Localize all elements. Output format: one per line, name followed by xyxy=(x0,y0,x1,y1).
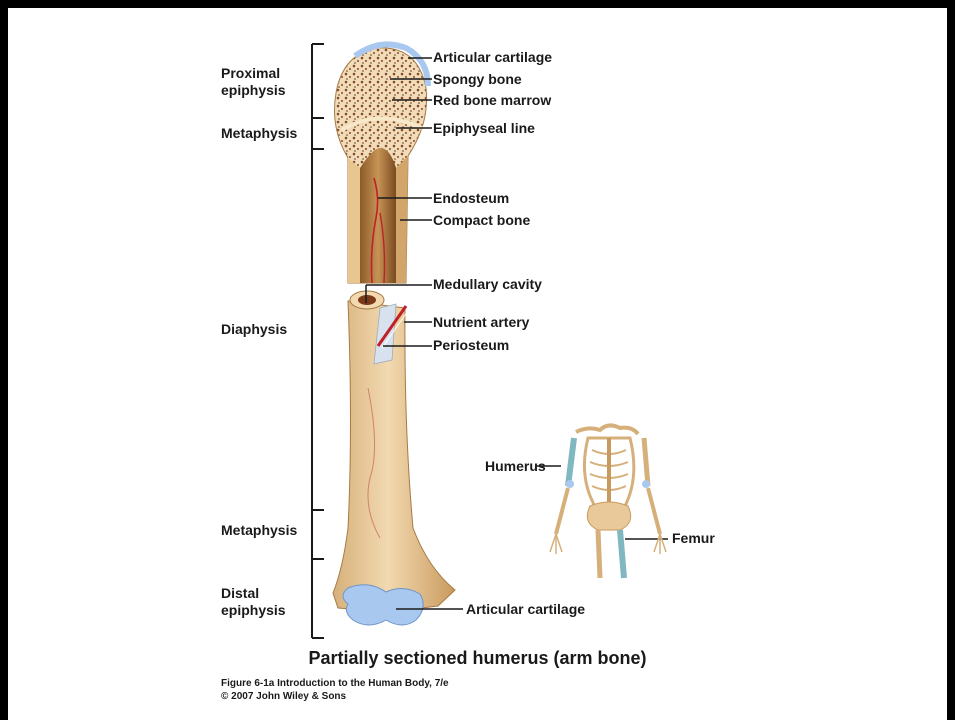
region-proximal-epiphysis-line2: epiphysis xyxy=(221,82,286,98)
label-medullary-cavity: Medullary cavity xyxy=(433,276,542,292)
upper-bone-section xyxy=(335,44,429,283)
region-bracket xyxy=(312,44,324,638)
region-distal-epiphysis: Distal epiphysis xyxy=(221,585,286,619)
region-metaphysis-bottom: Metaphysis xyxy=(221,522,297,539)
label-periosteum: Periosteum xyxy=(433,337,509,353)
label-articular-cartilage-top: Articular cartilage xyxy=(433,49,552,65)
figure-credit-line1: Figure 6-1a Introduction to the Human Bo… xyxy=(221,677,449,690)
figure-credit-line2: © 2007 John Wiley & Sons xyxy=(221,690,449,703)
label-nutrient-artery: Nutrient artery xyxy=(433,314,529,330)
slide: Proximal epiphysis Metaphysis Diaphysis … xyxy=(8,8,947,720)
region-distal-epiphysis-line2: epiphysis xyxy=(221,602,286,618)
region-proximal-epiphysis: Proximal epiphysis xyxy=(221,65,286,99)
label-spongy-bone: Spongy bone xyxy=(433,71,522,87)
label-femur: Femur xyxy=(672,530,715,546)
region-distal-epiphysis-line1: Distal xyxy=(221,585,259,601)
figure-caption: Partially sectioned humerus (arm bone) xyxy=(8,648,947,669)
label-articular-cartilage-bottom: Articular cartilage xyxy=(466,601,585,617)
label-endosteum: Endosteum xyxy=(433,190,509,206)
figure-credit: Figure 6-1a Introduction to the Human Bo… xyxy=(221,677,449,703)
region-diaphysis: Diaphysis xyxy=(221,321,287,338)
label-epiphyseal-line: Epiphyseal line xyxy=(433,120,535,136)
region-metaphysis-top: Metaphysis xyxy=(221,125,297,142)
region-proximal-epiphysis-line1: Proximal xyxy=(221,65,280,81)
label-compact-bone: Compact bone xyxy=(433,212,530,228)
label-red-bone-marrow: Red bone marrow xyxy=(433,92,551,108)
label-humerus: Humerus xyxy=(485,458,546,474)
skeleton-icon xyxy=(550,425,666,578)
